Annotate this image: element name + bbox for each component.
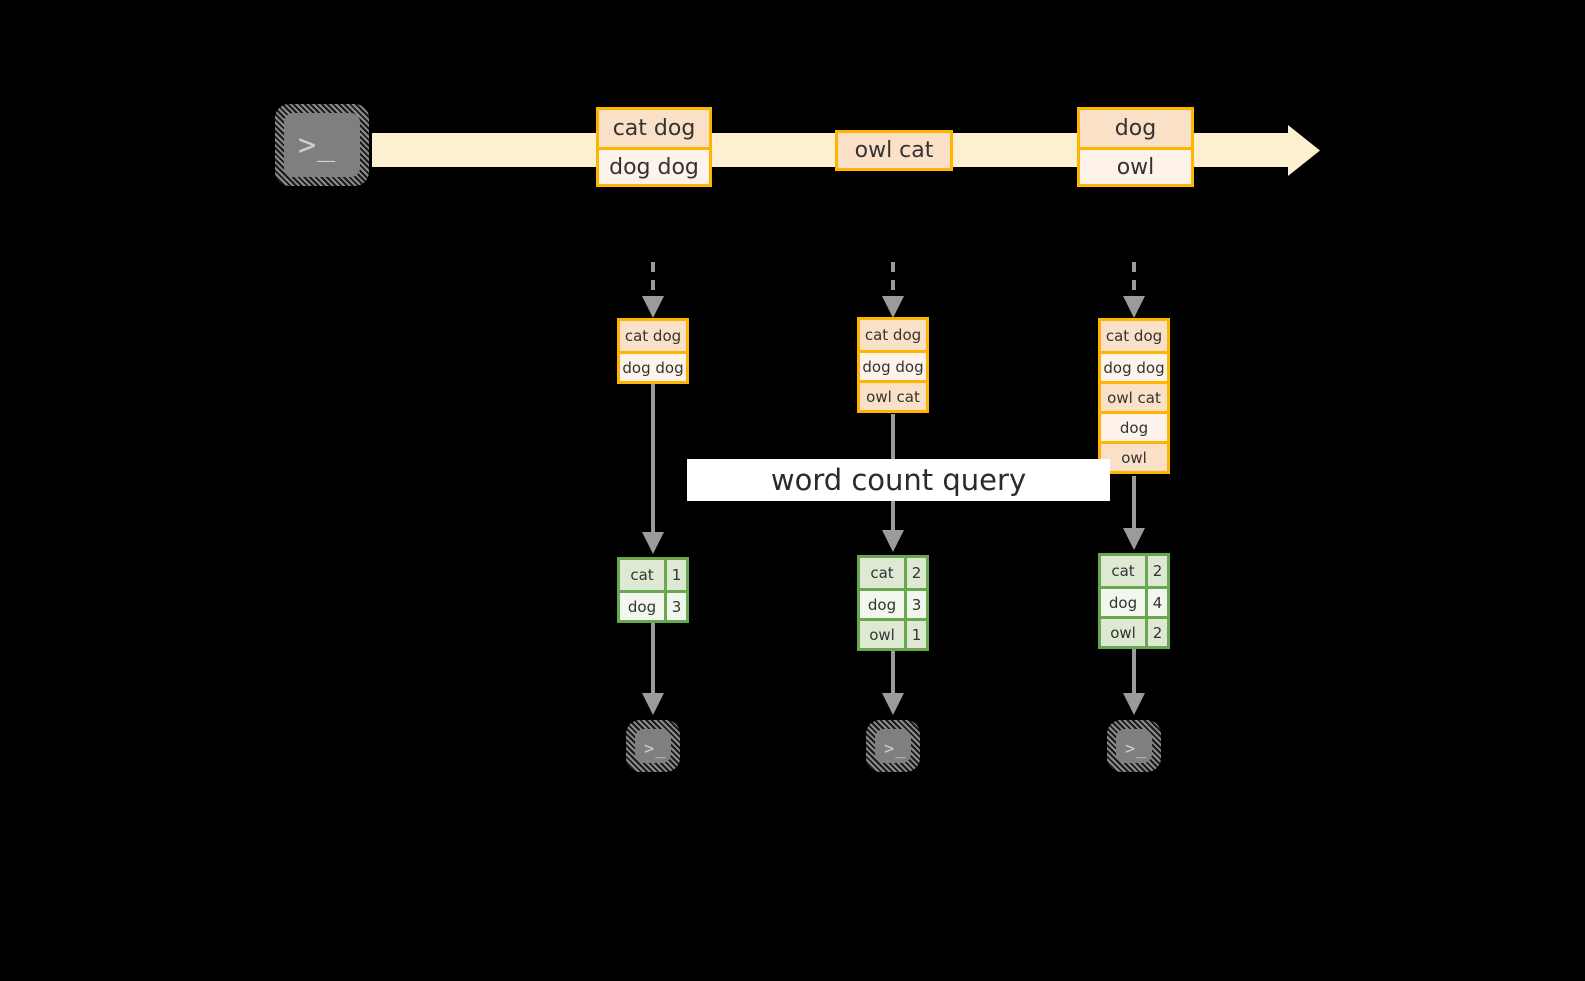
result-table: cat 2 dog 4 owl 2	[1098, 553, 1170, 649]
result-count: 2	[1145, 556, 1167, 586]
input-row: owl	[1101, 441, 1167, 471]
output-arrow-head-icon	[1123, 693, 1145, 715]
table-row: owl 2	[1101, 616, 1167, 646]
input-row: dog dog	[620, 351, 686, 381]
trigger-input-stack: cat dog dog dog	[617, 318, 689, 384]
result-word: dog	[1101, 589, 1145, 616]
result-count: 4	[1145, 589, 1167, 616]
table-row: cat 1	[620, 560, 686, 590]
terminal-body	[635, 729, 671, 763]
input-row: dog dog	[1101, 351, 1167, 381]
query-label: word count query	[687, 459, 1110, 501]
sink-terminal-icon: >_	[626, 720, 680, 772]
result-count: 3	[664, 593, 686, 620]
sink-terminal-icon: >_	[866, 720, 920, 772]
stream-event-box: dog owl	[1077, 107, 1194, 187]
stream-event-line: dog dog	[599, 147, 709, 184]
input-row: dog dog	[860, 350, 926, 380]
stream-event-line: dog	[1080, 110, 1191, 147]
terminal-body	[284, 113, 360, 177]
process-arrow-head-icon	[642, 532, 664, 554]
result-table: cat 2 dog 3 owl 1	[857, 555, 929, 651]
ingest-arrow-head-icon	[882, 296, 904, 318]
process-arrow-line	[651, 384, 655, 536]
output-arrow-line	[891, 651, 895, 697]
result-count: 3	[904, 591, 926, 618]
result-count: 1	[664, 560, 686, 590]
stream-event-box: cat dog dog dog	[596, 107, 712, 187]
result-word: cat	[1101, 556, 1145, 586]
table-row: dog 3	[860, 588, 926, 618]
stream-event-box: owl cat	[835, 130, 953, 171]
trigger-input-stack: cat dog dog dog owl cat dog owl	[1098, 318, 1170, 474]
output-arrow-head-icon	[642, 693, 664, 715]
ingest-arrow-line	[1132, 262, 1136, 302]
terminal-prompt-glyph: >_	[644, 739, 667, 759]
table-row: cat 2	[860, 558, 926, 588]
input-row: cat dog	[620, 321, 686, 351]
output-arrow-head-icon	[882, 693, 904, 715]
result-word: dog	[860, 591, 904, 618]
result-word: cat	[860, 558, 904, 588]
ingest-arrow-line	[651, 262, 655, 302]
table-row: dog 4	[1101, 586, 1167, 616]
input-row: dog	[1101, 411, 1167, 441]
process-arrow-head-icon	[882, 530, 904, 552]
terminal-body	[875, 729, 911, 763]
stream-arrowhead-icon	[1288, 125, 1320, 176]
result-word: owl	[1101, 619, 1145, 646]
input-row: cat dog	[1101, 321, 1167, 351]
result-word: dog	[620, 593, 664, 620]
output-arrow-line	[651, 623, 655, 697]
input-row: cat dog	[860, 320, 926, 350]
stream-event-line: owl	[1080, 147, 1191, 184]
terminal-prompt-glyph: >_	[884, 739, 907, 759]
table-row: owl 1	[860, 618, 926, 648]
result-word: cat	[620, 560, 664, 590]
query-label-text: word count query	[770, 463, 1027, 497]
sink-terminal-icon: >_	[1107, 720, 1161, 772]
terminal-body	[1116, 729, 1152, 763]
ingest-arrow-line	[891, 262, 895, 302]
result-count: 2	[904, 558, 926, 588]
table-row: cat 2	[1101, 556, 1167, 586]
result-table: cat 1 dog 3	[617, 557, 689, 623]
trigger-input-stack: cat dog dog dog owl cat	[857, 317, 929, 413]
source-terminal-icon: >_	[275, 104, 369, 186]
stream-event-line: cat dog	[599, 110, 709, 147]
terminal-prompt-glyph: >_	[1125, 739, 1148, 759]
output-arrow-line	[1132, 649, 1136, 697]
result-count: 1	[904, 621, 926, 648]
ingest-arrow-head-icon	[1123, 296, 1145, 318]
result-word: owl	[860, 621, 904, 648]
input-row: owl cat	[860, 380, 926, 410]
process-arrow-line	[1132, 476, 1136, 532]
result-count: 2	[1145, 619, 1167, 646]
stream-event-line: owl cat	[838, 133, 950, 168]
table-row: dog 3	[620, 590, 686, 620]
terminal-prompt-glyph: >_	[298, 128, 337, 163]
input-row: owl cat	[1101, 381, 1167, 411]
ingest-arrow-head-icon	[642, 296, 664, 318]
process-arrow-head-icon	[1123, 528, 1145, 550]
